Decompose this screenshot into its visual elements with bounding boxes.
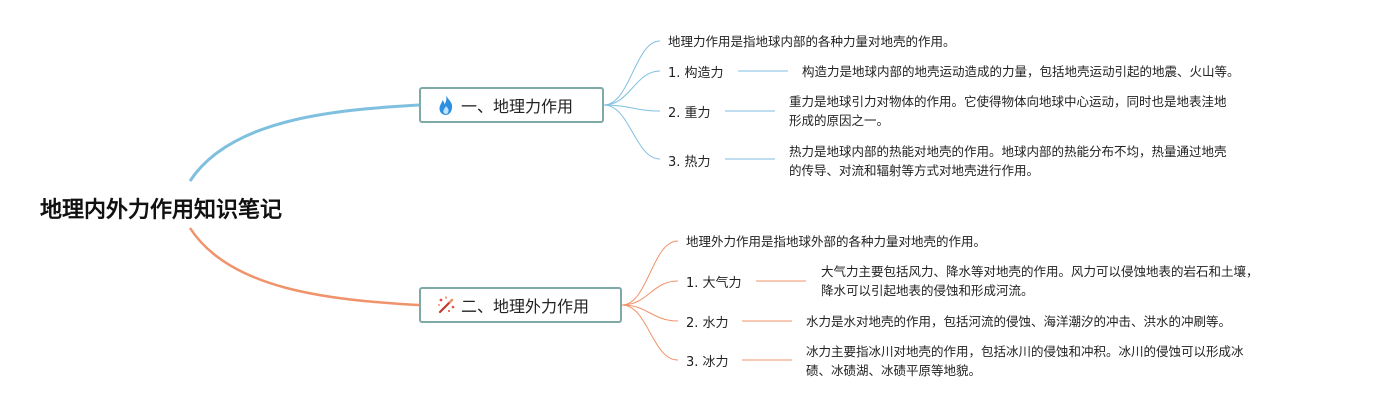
b1-item2-desc-line2[interactable]: 形成的原因之一。 <box>789 113 890 128</box>
b1-item1-connector <box>603 70 661 106</box>
b2-item1-desc-line2[interactable]: 降水可以引起地表的侵蚀和形成河流。 <box>821 283 1034 298</box>
b2-item2-label[interactable]: 2. 水力 <box>686 316 729 331</box>
b2-item3-desc-line1[interactable]: 冰力主要指冰川对地壳的作用，包括冰川的侵蚀和冲积。冰川的侵蚀可以形成冰 <box>806 344 1244 359</box>
b2-item3-label[interactable]: 3. 冰力 <box>686 355 729 370</box>
root-title[interactable]: 地理内外力作用知识笔记 <box>40 198 283 223</box>
b2-item2-connector <box>621 304 679 322</box>
root-to-branch-2-line <box>188 227 420 307</box>
b2-item1-desc-line1[interactable]: 大气力主要包括风力、降水等对地壳的作用。风力可以侵蚀地表的岩石和土壤， <box>821 264 1259 279</box>
b2-intro-connector <box>621 240 679 306</box>
branch-2-intro[interactable]: 地理外力作用是指地球外部的各种力量对地壳的作用。 <box>686 234 987 249</box>
b2-item2-desc[interactable]: 水力是水对地壳的作用，包括河流的侵蚀、海洋潮汐的冲击、洪水的冲刷等。 <box>806 314 1232 329</box>
b2-item3-connector <box>621 304 679 361</box>
branch-1-intro[interactable]: 地理力作用是指地球内部的各种力量对地壳的作用。 <box>668 34 956 49</box>
b1-item3-desc-line1[interactable]: 热力是地球内部的热能对地壳的作用。地球内部的热能分布不均，热量通过地壳 <box>789 144 1227 159</box>
b1-item2-desc-line1[interactable]: 重力是地球引力对物体的作用。它使得物体向地球中心运动，同时也是地表洼地 <box>789 94 1227 109</box>
b1-item1-label[interactable]: 1. 构造力 <box>668 66 724 81</box>
b1-item3-desc-line2[interactable]: 的传导、对流和辐射等方式对地壳进行作用。 <box>789 163 1040 178</box>
fire-icon <box>435 94 457 116</box>
branch-external-force[interactable]: 二、地理外力作用 <box>419 287 622 323</box>
root-to-branch-1-line <box>188 103 420 182</box>
b1-item3-connector <box>603 104 661 160</box>
branch-2-title: 二、地理外力作用 <box>461 297 590 316</box>
b1-item3-label[interactable]: 3. 热力 <box>668 155 711 170</box>
branch-internal-force[interactable]: 一、地理力作用 <box>419 87 604 123</box>
b1-intro-connector <box>603 40 661 106</box>
b2-item1-connector <box>621 280 679 306</box>
b2-item1-label[interactable]: 1. 大气力 <box>686 276 742 291</box>
b1-item2-connector <box>603 104 661 112</box>
b1-item2-label[interactable]: 2. 重力 <box>668 106 711 121</box>
b2-item3-desc-line2[interactable]: 碛、冰碛湖、冰碛平原等地貌。 <box>806 363 982 378</box>
b1-item1-desc[interactable]: 构造力是地球内部的地壳运动造成的力量，包括地壳运动引起的地震、火山等。 <box>802 64 1240 79</box>
magic-wand-icon <box>435 294 457 316</box>
branch-1-title: 一、地理力作用 <box>461 97 574 116</box>
